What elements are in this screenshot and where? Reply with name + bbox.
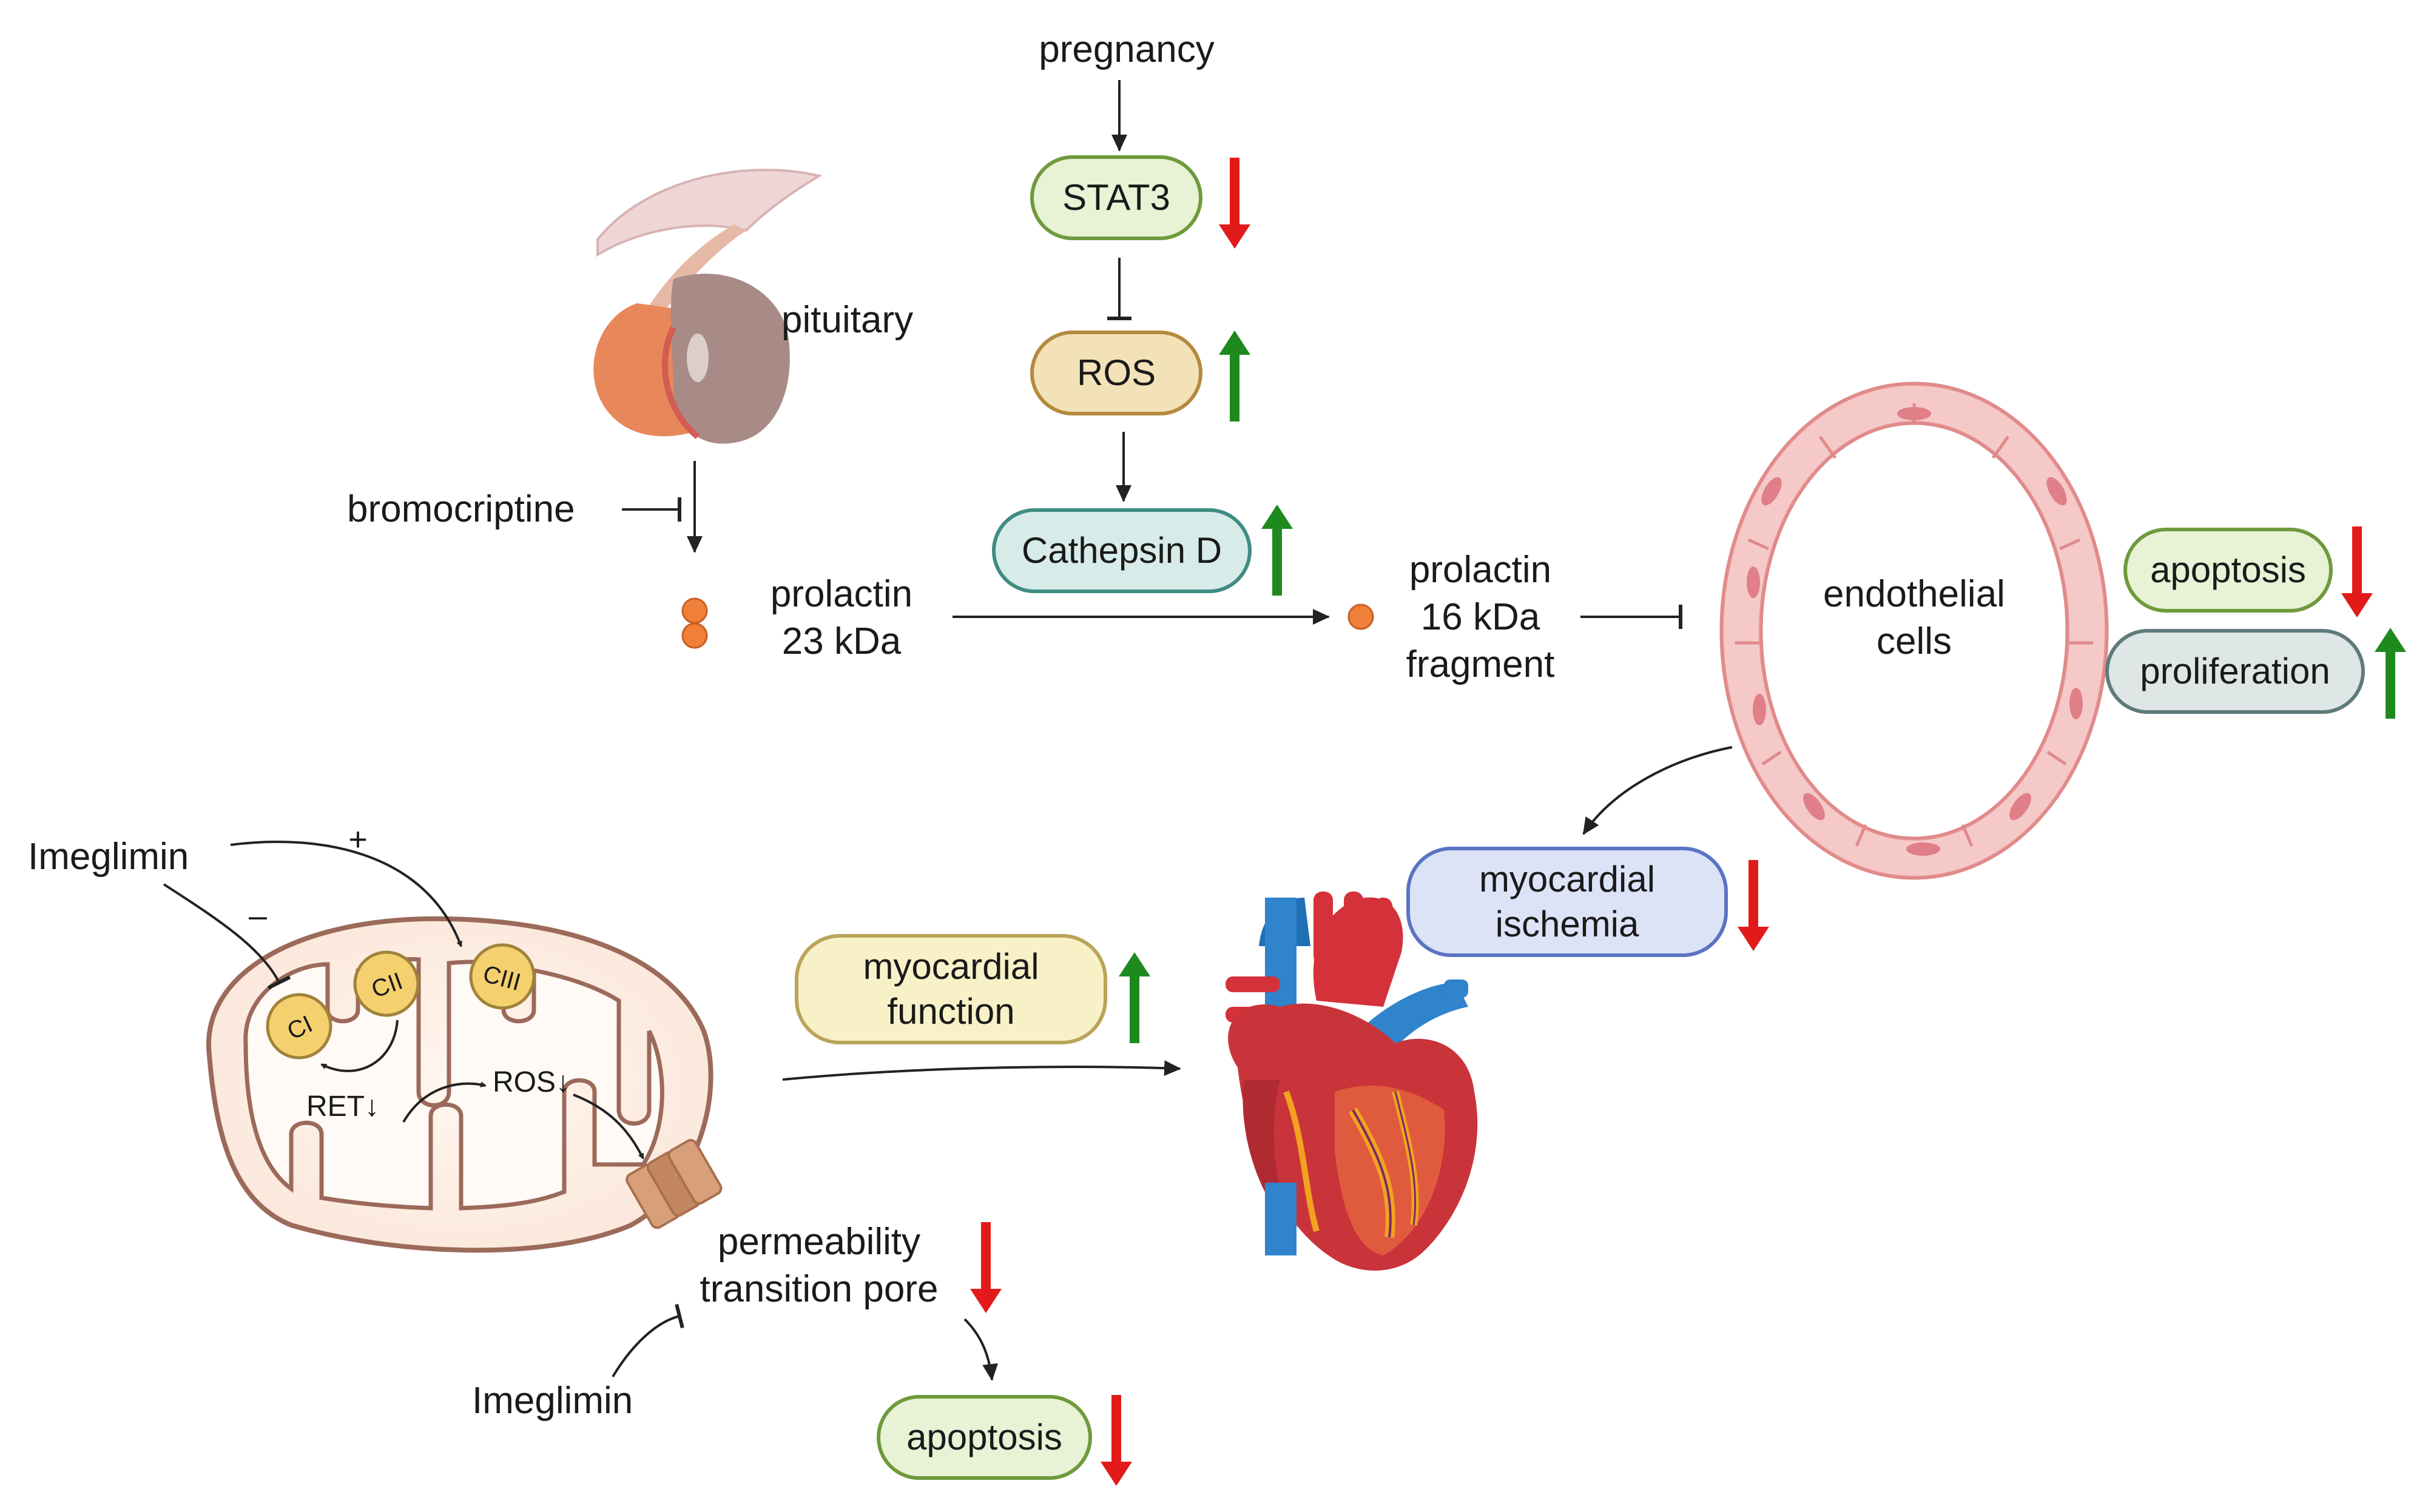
cathepsin-d-box: Cathepsin D	[992, 508, 1252, 593]
myocardial-ischemia-line1: myocardial	[1479, 859, 1656, 899]
myocardial-function-line1: myocardial	[863, 946, 1039, 987]
prolactin-16-line1: prolactin	[1409, 549, 1551, 591]
minus-sign: –	[249, 898, 267, 934]
ros-box: ROS	[1030, 331, 1202, 415]
stat3-trend-down-arrow-icon	[1219, 158, 1250, 249]
stat3-text: STAT3	[1062, 177, 1170, 218]
endothelial-line1: endothelial	[1823, 573, 2005, 615]
apoptosis-top-box: apoptosis	[2123, 528, 2333, 613]
permeability-transition-pore-trend-down-arrow-icon	[970, 1222, 1002, 1313]
imeglimin-top-label: Imeglimin	[28, 836, 189, 878]
proliferation-box: proliferation	[2105, 629, 2365, 714]
prolactin-16-line2: 16 kDa	[1421, 596, 1540, 638]
prolactin-23-line1: prolactin	[771, 573, 912, 615]
plus-sign: +	[348, 821, 368, 858]
trend-arrows-group	[970, 158, 2406, 1486]
complex-iii-icon	[469, 943, 536, 1010]
myocardial-ischemia-line2: ischemia	[1495, 904, 1639, 944]
apoptosis-top-text: apoptosis	[2150, 549, 2306, 590]
proliferation-text: proliferation	[2140, 651, 2330, 691]
prolactin-fragment-molecule-icon	[1347, 603, 1374, 630]
complex-i-icon	[266, 993, 332, 1060]
complex-ii-icon	[353, 950, 420, 1017]
ret-label: RET↓	[306, 1090, 379, 1123]
ros-mito-label: ROS↓	[493, 1066, 570, 1098]
endothelial-line2: cells	[1877, 620, 1952, 662]
stat3-box: STAT3	[1030, 155, 1202, 240]
myocardial-function-line2: function	[887, 991, 1015, 1032]
prolactin-16-line3: fragment	[1406, 643, 1555, 685]
apoptosis-bottom-trend-down-arrow-icon	[1101, 1395, 1132, 1486]
pituitary-gland-icon	[593, 169, 823, 444]
heart-icon	[1226, 892, 1478, 1271]
proliferation-trend-up-arrow-icon	[2375, 628, 2406, 719]
imeglimin-bottom-label: Imeglimin	[472, 1380, 633, 1422]
ptp-line2: transition pore	[700, 1268, 939, 1310]
apoptosis-bottom-box: apoptosis	[877, 1395, 1092, 1480]
apoptosis-bottom-text: apoptosis	[906, 1417, 1062, 1457]
apoptosis-top-trend-down-arrow-icon	[2341, 526, 2373, 617]
ros-trend-up-arrow-icon	[1219, 331, 1250, 422]
myocardial-function-box: myocardial function	[795, 934, 1107, 1044]
prolactin-23-line2: 23 kDa	[782, 620, 902, 662]
ros-text: ROS	[1076, 352, 1156, 393]
cathepsin-d-trend-up-arrow-icon	[1261, 505, 1293, 596]
myocardial-function-trend-up-arrow-icon	[1119, 952, 1150, 1043]
bromocriptine-label: bromocriptine	[347, 488, 575, 530]
myocardial-ischemia-trend-down-arrow-icon	[1738, 860, 1769, 951]
myocardial-ischemia-box: myocardial ischemia	[1406, 847, 1728, 957]
prolactin-molecule-icon	[681, 597, 708, 649]
ptp-line1: permeability	[718, 1221, 920, 1263]
pregnancy-label: pregnancy	[1039, 29, 1215, 70]
cathepsin-d-text: Cathepsin D	[1021, 530, 1222, 571]
endothelial-vessel-icon	[1719, 381, 2109, 880]
pituitary-label: pituitary	[781, 299, 913, 341]
